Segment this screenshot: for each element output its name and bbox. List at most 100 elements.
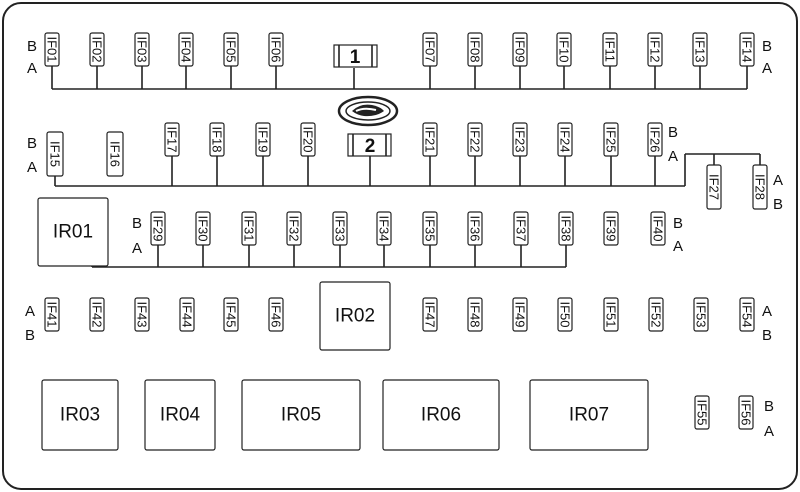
fuse-if54: IF54 <box>739 297 755 332</box>
fuse-if42: IF42 <box>89 297 105 332</box>
fuse-if50: IF50 <box>557 297 573 332</box>
fuse-if02-label: IF02 <box>90 36 105 62</box>
fuse-if24-label: IF24 <box>558 126 573 152</box>
fuse-if19: IF19 <box>255 122 271 157</box>
fuse-if18-label: IF18 <box>210 126 225 152</box>
fuse-if45-body <box>223 297 239 332</box>
fuse-if33: IF33 <box>332 211 348 246</box>
fuse-if11: IF11 <box>602 32 618 67</box>
fuse-if41-body <box>44 297 60 332</box>
fuse-if21-body <box>422 122 438 157</box>
terminal-b-label: B <box>773 196 783 213</box>
fuse-if21: IF21 <box>422 122 438 157</box>
fuse-if32: IF32 <box>286 211 302 246</box>
fuse-if03-body <box>134 32 150 67</box>
fuse-if54-label: IF54 <box>740 301 755 327</box>
terminal-a-label: A <box>27 60 37 77</box>
relay-ir05-label: IR05 <box>281 405 321 426</box>
fuse-if04-body <box>178 32 194 67</box>
fuse-if15-body <box>46 131 64 177</box>
connector-2: 2 <box>347 133 392 157</box>
fuse-if17-label: IF17 <box>165 126 180 152</box>
fuse-if35-body <box>422 211 438 246</box>
fuse-if55-label: IF55 <box>695 399 710 425</box>
fuse-if29-body <box>150 211 166 246</box>
terminal-b-label: B <box>762 38 772 55</box>
fuse-if07: IF07 <box>422 32 438 67</box>
fuse-if43-body <box>134 297 150 332</box>
fuse-if16-body <box>106 131 124 177</box>
fuse-if01-body <box>44 32 60 67</box>
relay-ir04-body <box>144 379 216 451</box>
fuse-if33-label: IF33 <box>333 215 348 241</box>
fuse-if29: IF29 <box>150 211 166 246</box>
relay-ir01-body <box>37 197 109 267</box>
fuse-if31: IF31 <box>241 211 257 246</box>
fuse-if38-label: IF38 <box>559 215 574 241</box>
fuse-if47: IF47 <box>422 297 438 332</box>
fuse-if24-body <box>557 122 573 157</box>
fuse-if32-body <box>286 211 302 246</box>
fuse-if34: IF34 <box>376 211 392 246</box>
terminal-b-label: B <box>27 38 37 55</box>
fuse-if45-label: IF45 <box>224 301 239 327</box>
terminal-b-label: B <box>762 327 772 344</box>
fuse-if22: IF22 <box>467 122 483 157</box>
fuse-if48: IF48 <box>467 297 483 332</box>
fuse-if22-body <box>467 122 483 157</box>
terminal-a-label: A <box>25 303 35 320</box>
fuse-if18-body <box>209 122 225 157</box>
fuse-if28: IF28 <box>752 164 768 210</box>
fuse-if13-body <box>692 32 708 67</box>
fuse-if34-body <box>376 211 392 246</box>
fuse-if37-label: IF37 <box>514 215 529 241</box>
fuse-if36-body <box>467 211 483 246</box>
fuse-if56-label: IF56 <box>739 399 754 425</box>
terminal-a-label: A <box>668 148 678 165</box>
fuse-if40-label: IF40 <box>651 215 666 241</box>
fuse-if39-label: IF39 <box>604 215 619 241</box>
terminal-b-label: B <box>764 398 774 415</box>
fuse-if07-label: IF07 <box>423 36 438 62</box>
fuse-if50-label: IF50 <box>558 301 573 327</box>
fuse-if10-label: IF10 <box>557 36 572 62</box>
fuse-if06: IF06 <box>268 32 284 67</box>
terminal-b-label: B <box>668 124 678 141</box>
fuse-if43-label: IF43 <box>135 301 150 327</box>
fuse-if19-label: IF19 <box>256 126 271 152</box>
fuse-if08: IF08 <box>467 32 483 67</box>
fuse-if36: IF36 <box>467 211 483 246</box>
fuse-if37: IF37 <box>513 211 529 246</box>
fuse-if35-label: IF35 <box>423 215 438 241</box>
fuse-if51-label: IF51 <box>604 301 619 327</box>
fuse-if06-label: IF06 <box>269 36 284 62</box>
terminal-b-label: B <box>673 215 683 232</box>
fuse-if27-label: IF27 <box>707 174 722 200</box>
fuse-if42-body <box>89 297 105 332</box>
fuse-if53-label: IF53 <box>694 301 709 327</box>
terminal-a-label: A <box>764 423 774 440</box>
fuse-if53: IF53 <box>693 297 709 332</box>
fuse-if13: IF13 <box>692 32 708 67</box>
relay-ir03-label: IR03 <box>60 405 100 426</box>
fuse-if52-body <box>648 297 664 332</box>
fuse-stems <box>51 66 761 267</box>
fuse-if12: IF12 <box>647 32 663 67</box>
fuse-if02-body <box>89 32 105 67</box>
fuse-if05-label: IF05 <box>224 36 239 62</box>
relay-ir07-body <box>529 379 649 451</box>
fuse-if20: IF20 <box>300 122 316 157</box>
fuse-if54-body <box>739 297 755 332</box>
fuse-if37-body <box>513 211 529 246</box>
fuse-if25-label: IF25 <box>604 126 619 152</box>
fuse-if34-label: IF34 <box>377 215 392 241</box>
fuse-if52: IF52 <box>648 297 664 332</box>
fuse-if08-body <box>467 32 483 67</box>
relay-ir02-label: IR02 <box>335 306 375 327</box>
fuse-if03-label: IF03 <box>135 36 150 62</box>
fuse-if30-body <box>195 211 211 246</box>
fuse-if18: IF18 <box>209 122 225 157</box>
fuse-if11-body <box>602 32 618 67</box>
terminal-markings: B A B A B A B A A B B A B A A B A B B A <box>25 38 783 440</box>
fuse-if44-body <box>179 297 195 332</box>
